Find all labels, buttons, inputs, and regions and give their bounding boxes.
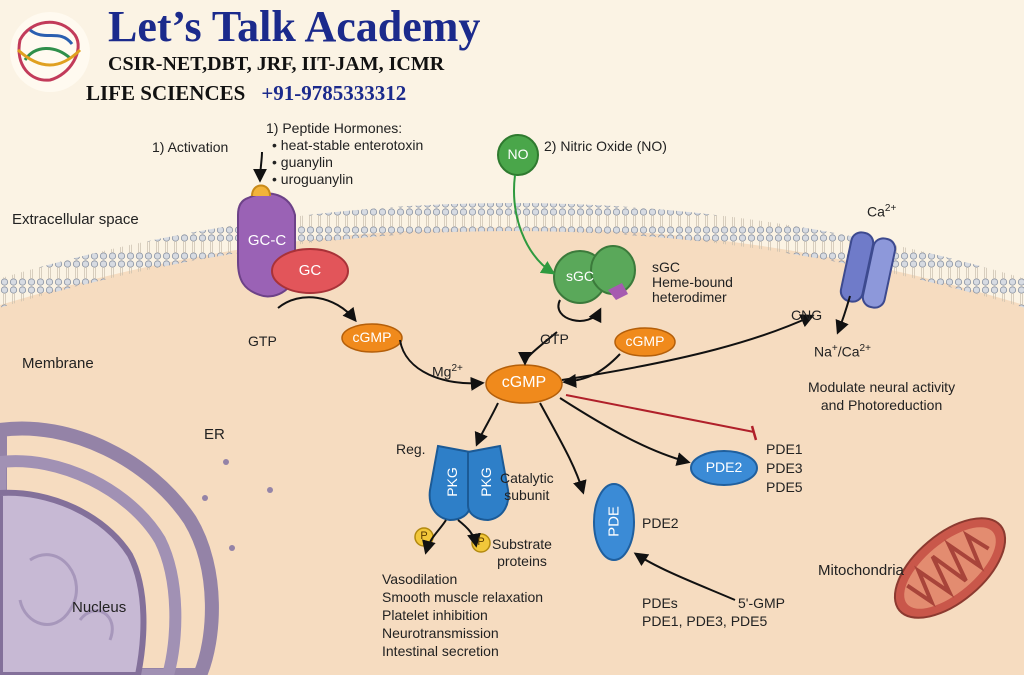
- effects-list: Vasodilation Smooth muscle relaxation Pl…: [382, 570, 543, 660]
- substrate-line: Substrate: [492, 536, 552, 552]
- mitochondria: [893, 517, 1007, 619]
- effect-item: Intestinal secretion: [382, 643, 499, 659]
- hormone-item: heat-stable enterotoxin: [272, 137, 423, 154]
- phosphate-right-label: P: [477, 536, 485, 548]
- pde2-shape: [690, 450, 758, 486]
- mg-sup: 2+: [451, 363, 463, 374]
- sgc-label: sGC: [566, 268, 594, 284]
- pkg-label-right: PKG: [478, 467, 494, 497]
- sgc-enzyme: [553, 245, 636, 304]
- brand-title: Let’s Talk Academy: [108, 2, 481, 51]
- inhibition-line: [565, 394, 758, 441]
- pde-list-item: PDE3: [766, 460, 803, 476]
- mg-text: Mg: [432, 363, 452, 380]
- ca-text: Ca: [867, 203, 885, 220]
- cytoplasm: [0, 227, 1024, 675]
- substrate-label: Substrate proteins: [492, 536, 552, 570]
- cng-label: CNG: [791, 307, 823, 323]
- sgc-description: sGC Heme-bound heterodimer: [652, 260, 733, 305]
- modulate-label: Modulate neural activity and Photoreduct…: [808, 378, 955, 414]
- ca-sup: 2+: [884, 203, 897, 214]
- pkg-enzyme: [428, 444, 510, 522]
- phosphate-left-label: P: [420, 530, 428, 542]
- pde-list: PDE1 PDE3 PDE5: [766, 440, 803, 497]
- peptide-hormones: 1) Peptide Hormones: heat-stable enterot…: [266, 120, 423, 188]
- extracellular-label: Extracellular space: [12, 211, 139, 228]
- cgmp-left-label: cGMP: [352, 329, 392, 345]
- activation-label: 1) Activation: [152, 139, 229, 155]
- brand-line: LIFE SCIENCES +91-9785333312: [86, 80, 406, 106]
- sgc-desc-line: heterodimer: [652, 289, 727, 305]
- catalytic-label: Catalytic subunit: [500, 470, 554, 504]
- pde2-label: PDE2: [705, 459, 743, 475]
- brand-phone: +91-9785333312: [261, 81, 407, 105]
- gtp-right-label: GTP: [540, 331, 569, 347]
- pde2-side-label: PDE2: [642, 515, 679, 531]
- modulate-line: and Photoreduction: [820, 397, 943, 413]
- no-label: NO: [507, 146, 529, 162]
- nucleus-er: [0, 421, 273, 675]
- gc-c-receptor: [237, 184, 349, 298]
- effect-item: Neurotransmission: [382, 625, 499, 641]
- hormone-item: uroguanylin: [272, 171, 423, 188]
- academy-logo: [10, 12, 90, 92]
- gc-label: GC: [298, 262, 322, 279]
- sgc-desc-line: Heme-bound: [652, 274, 733, 290]
- na-sup: +: [831, 343, 838, 354]
- membrane-label: Membrane: [22, 355, 94, 372]
- effect-item: Platelet inhibition: [382, 607, 488, 623]
- substrate-line: proteins: [497, 553, 547, 569]
- mg-label: Mg2+: [432, 360, 463, 381]
- modulate-line: Modulate neural activity: [808, 379, 956, 395]
- mitochondria-label: Mitochondria: [818, 562, 904, 579]
- peptide-hormones-title: 1) Peptide Hormones:: [266, 120, 403, 136]
- no-arrow: [513, 174, 556, 275]
- catalytic-line: subunit: [504, 487, 550, 503]
- cgmp-left-shape: [341, 323, 403, 353]
- pathway-arrows: [253, 151, 851, 601]
- pdes-label: PDEs: [642, 595, 678, 611]
- brand-line3: LIFE SCIENCES: [86, 81, 246, 105]
- brand-subtitle: CSIR-NET,DBT, JRF, IIT-JAM, ICMR: [108, 53, 445, 75]
- pde-shape: [593, 483, 635, 561]
- catalytic-line: Catalytic: [500, 470, 554, 486]
- reg-label: Reg.: [396, 441, 426, 457]
- na-text: Na: [814, 343, 832, 360]
- pde-list-item: PDE5: [766, 479, 803, 495]
- cgmp-center-label: cGMP: [501, 374, 547, 391]
- er-label: ER: [204, 426, 225, 443]
- pde-list-item: PDE1: [766, 441, 803, 457]
- pkg-label-left: PKG: [444, 467, 460, 497]
- cgmp-right-shape: [614, 327, 676, 357]
- hormone-item: guanylin: [272, 154, 423, 171]
- cgmp-right-label: cGMP: [625, 333, 665, 349]
- ca-top-label: Ca2+: [867, 200, 896, 221]
- nucleus-label: Nucleus: [72, 599, 127, 616]
- effect-item: Vasodilation: [382, 571, 458, 587]
- sgc-desc-line: sGC: [652, 259, 680, 275]
- nitric-oxide-label: 2) Nitric Oxide (NO): [544, 138, 667, 154]
- ca2-sup: 2+: [859, 343, 871, 354]
- effect-item: Smooth muscle relaxation: [382, 589, 544, 605]
- cng-channel: [839, 231, 897, 309]
- na-ca-label: Na+/Ca2+: [814, 340, 871, 361]
- pde-label: PDE: [605, 506, 623, 537]
- gmp-label: 5'-GMP: [738, 595, 786, 611]
- gcc-label: GC-C: [247, 232, 287, 249]
- pdes-list-label: PDE1, PDE3, PDE5: [642, 613, 768, 629]
- ca2-text: /Ca: [837, 343, 860, 360]
- gtp-left-label: GTP: [248, 333, 277, 349]
- nitric-oxide-molecule: [497, 134, 539, 176]
